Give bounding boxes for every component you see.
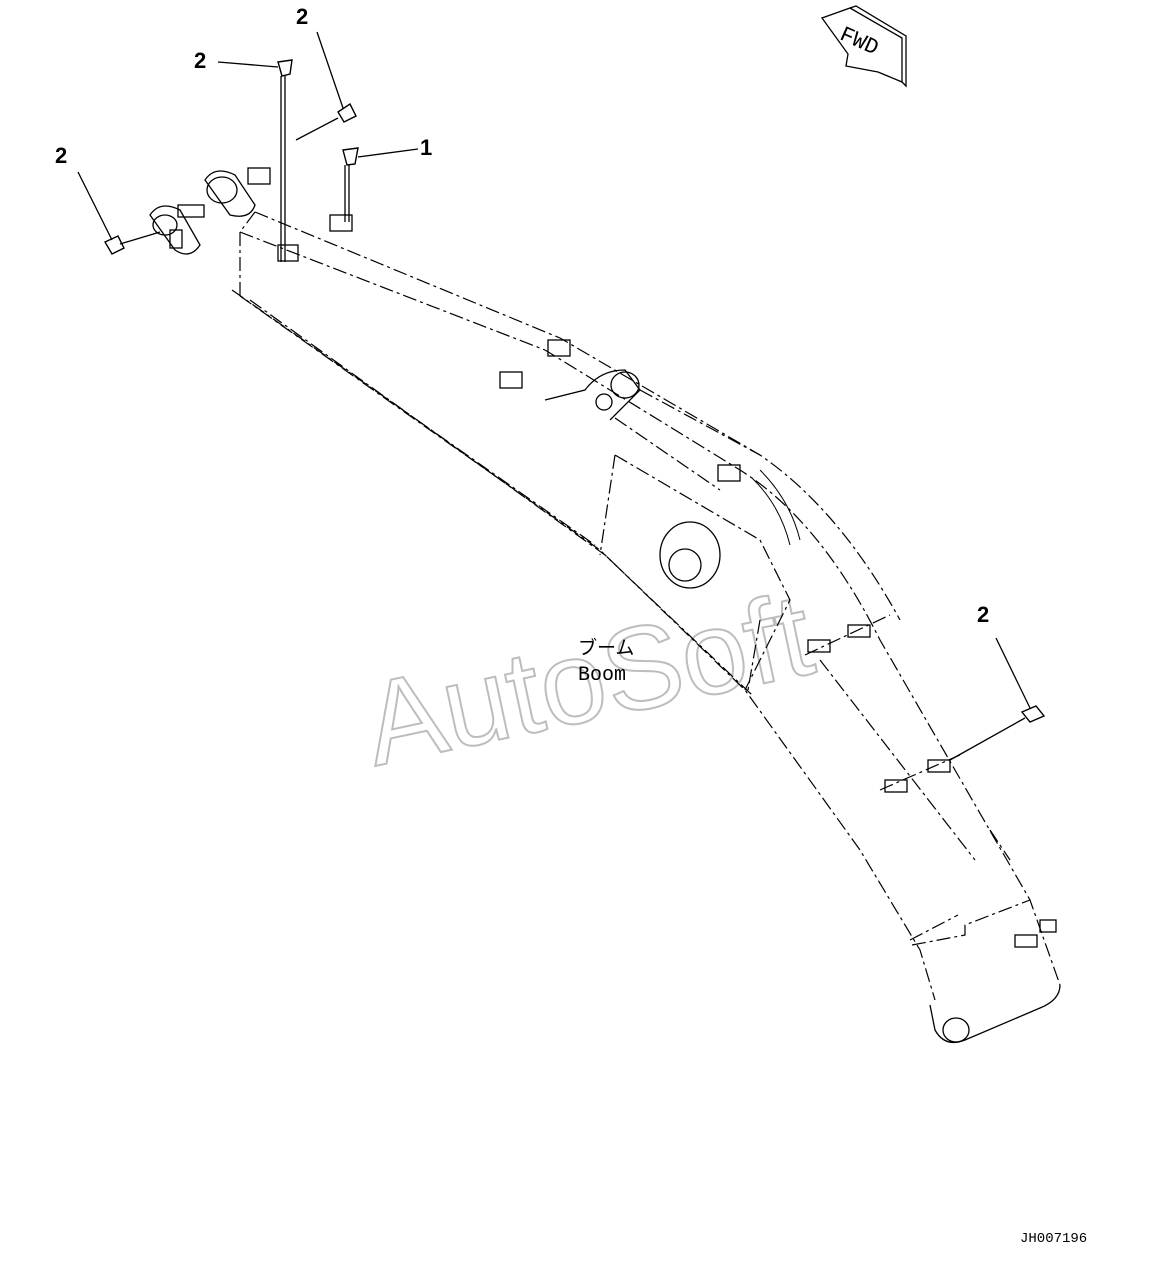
hose-clamps	[247, 167, 1057, 948]
callout-number: 2	[296, 4, 308, 29]
callout-number: 1	[420, 135, 432, 160]
callout-number: 2	[194, 48, 206, 73]
callout-leader	[995, 637, 1031, 709]
callout-leader	[316, 31, 344, 109]
fwd-arrow-icon: FWD	[820, 5, 907, 88]
grease-fitting-icon	[342, 147, 359, 222]
boom-label-en: Boom	[578, 664, 626, 687]
hose-line	[751, 477, 791, 546]
fwd-label: FWD	[836, 22, 882, 61]
boom-head	[149, 170, 256, 255]
callout-leader	[217, 61, 279, 68]
grease-fitting-icon	[295, 102, 357, 141]
hose-line	[759, 469, 801, 541]
grease-fitting-icon	[104, 231, 161, 255]
grease-fitting-icon	[277, 59, 293, 262]
drawing-code: JH007196	[1020, 1231, 1087, 1247]
callout-number: 2	[55, 143, 67, 168]
callout-leader	[77, 171, 113, 241]
mid-pivot-bracket	[544, 369, 761, 491]
callout-leader	[357, 148, 419, 158]
boom-label-jp: ブーム	[578, 636, 634, 660]
boom-outline	[231, 211, 1061, 1044]
callout-number: 2	[977, 602, 989, 627]
grease-fitting-icon	[949, 705, 1046, 761]
boom-foot-boss	[659, 521, 721, 589]
